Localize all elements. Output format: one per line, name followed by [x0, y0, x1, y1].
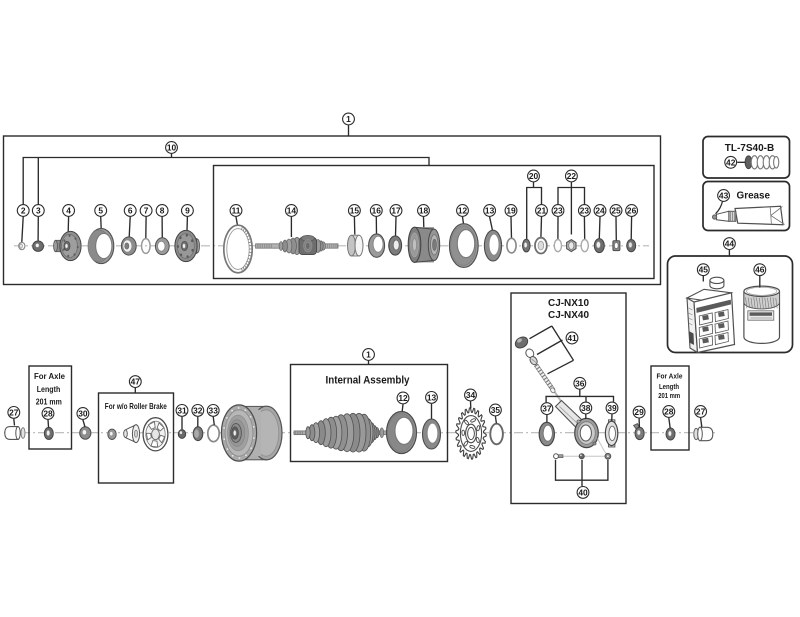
svg-text:40: 40: [578, 487, 588, 497]
svg-text:30: 30: [78, 409, 88, 419]
svg-text:14: 14: [287, 206, 297, 216]
svg-text:36: 36: [575, 378, 585, 388]
svg-text:4: 4: [66, 206, 71, 216]
svg-text:6: 6: [128, 206, 133, 216]
svg-text:Internal Assembly: Internal Assembly: [326, 375, 410, 387]
svg-text:21: 21: [537, 206, 547, 216]
svg-text:42: 42: [726, 157, 736, 167]
svg-text:28: 28: [43, 409, 53, 419]
svg-text:47: 47: [131, 377, 141, 387]
svg-text:17: 17: [391, 206, 401, 216]
svg-text:29: 29: [634, 407, 644, 417]
svg-text:8: 8: [160, 206, 165, 216]
svg-text:Grease: Grease: [737, 189, 771, 201]
svg-text:13: 13: [485, 206, 495, 216]
svg-text:For Axle: For Axle: [34, 371, 65, 381]
svg-text:28: 28: [664, 407, 674, 417]
svg-text:24: 24: [595, 206, 605, 216]
svg-text:15: 15: [350, 206, 360, 216]
svg-text:22: 22: [567, 171, 577, 181]
svg-text:12: 12: [458, 206, 468, 216]
svg-text:23: 23: [553, 206, 563, 216]
svg-text:11: 11: [232, 206, 241, 216]
svg-text:CJ-NX10: CJ-NX10: [548, 297, 589, 309]
svg-text:201 mm: 201 mm: [36, 396, 62, 406]
svg-text:23: 23: [580, 206, 590, 216]
svg-text:26: 26: [627, 206, 637, 216]
svg-text:1: 1: [346, 114, 351, 124]
svg-text:39: 39: [607, 403, 617, 413]
svg-text:27: 27: [696, 407, 706, 417]
svg-text:35: 35: [491, 405, 501, 415]
svg-text:201 mm: 201 mm: [658, 391, 680, 400]
svg-text:45: 45: [699, 265, 709, 275]
svg-text:31: 31: [177, 405, 187, 415]
svg-text:37: 37: [542, 404, 552, 414]
svg-text:7: 7: [144, 206, 149, 216]
svg-text:10: 10: [167, 143, 177, 153]
svg-text:1: 1: [366, 350, 371, 360]
svg-text:CJ-NX40: CJ-NX40: [548, 309, 589, 321]
svg-text:3: 3: [36, 206, 41, 216]
svg-text:TL-7S40-B: TL-7S40-B: [725, 142, 775, 154]
svg-text:9: 9: [185, 206, 190, 216]
svg-text:41: 41: [567, 333, 577, 343]
svg-text:34: 34: [466, 390, 476, 400]
svg-text:5: 5: [98, 206, 103, 216]
svg-text:For Axle: For Axle: [657, 372, 683, 381]
svg-text:12: 12: [398, 393, 408, 403]
svg-text:46: 46: [755, 265, 765, 275]
svg-text:32: 32: [193, 405, 203, 415]
svg-text:43: 43: [719, 191, 729, 201]
svg-text:20: 20: [529, 171, 539, 181]
svg-text:For w/o Roller Brake: For w/o Roller Brake: [105, 402, 167, 411]
svg-text:2: 2: [21, 206, 26, 216]
svg-text:27: 27: [9, 407, 19, 417]
svg-text:33: 33: [209, 405, 219, 415]
svg-text:13: 13: [427, 392, 437, 402]
svg-text:Length: Length: [37, 384, 61, 394]
svg-text:19: 19: [506, 206, 516, 216]
svg-text:25: 25: [611, 206, 621, 216]
svg-text:44: 44: [725, 239, 735, 249]
svg-text:18: 18: [419, 206, 429, 216]
svg-text:38: 38: [581, 403, 591, 413]
svg-text:Length: Length: [659, 382, 679, 391]
svg-text:16: 16: [372, 206, 382, 216]
